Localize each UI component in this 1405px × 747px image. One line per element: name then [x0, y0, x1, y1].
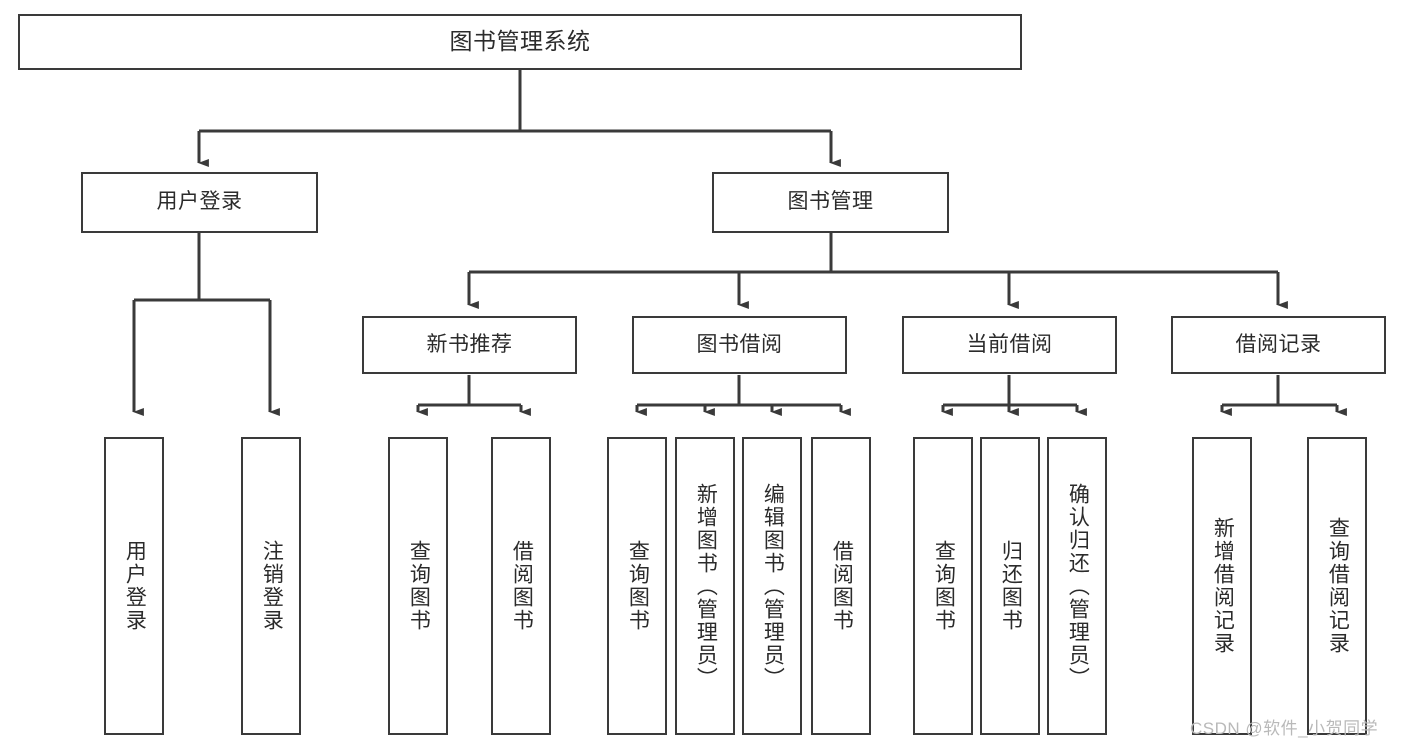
node-borrow-record[interactable]: 借阅记录 [1171, 316, 1386, 374]
node-book-borrow-label: 图书借阅 [696, 332, 783, 356]
node-leaf-user-login[interactable]: 用户登录 [104, 437, 164, 735]
node-leaf-logout[interactable]: 注销登录 [241, 437, 301, 735]
node-leaf-query-book-2[interactable]: 查询图书 [607, 437, 667, 735]
node-leaf-confirm-return[interactable]: 确认归还（管理员） [1047, 437, 1107, 735]
node-user-login-label: 用户登录 [156, 190, 243, 214]
node-leaf-query-record[interactable]: 查询借阅记录 [1307, 437, 1367, 735]
node-borrow-record-label: 借阅记录 [1235, 332, 1322, 356]
node-leaf-logout-label: 注销登录 [260, 540, 284, 632]
node-leaf-add-record-label: 新增借阅记录 [1211, 517, 1235, 655]
node-leaf-add-book-label: 新增图书（管理员） [694, 482, 718, 690]
node-leaf-query-book-2-label: 查询图书 [626, 540, 650, 632]
node-leaf-borrow-book-2[interactable]: 借阅图书 [811, 437, 871, 735]
node-leaf-edit-book[interactable]: 编辑图书（管理员） [742, 437, 802, 735]
node-root[interactable]: 图书管理系统 [18, 14, 1022, 70]
node-current-borrow[interactable]: 当前借阅 [902, 316, 1117, 374]
node-book-manage[interactable]: 图书管理 [712, 172, 949, 233]
node-leaf-edit-book-label: 编辑图书（管理员） [761, 482, 785, 690]
node-leaf-query-book-1-label: 查询图书 [407, 540, 431, 632]
node-leaf-query-book-3[interactable]: 查询图书 [913, 437, 973, 735]
node-leaf-borrow-book-1-label: 借阅图书 [510, 540, 534, 632]
node-leaf-query-book-3-label: 查询图书 [932, 540, 956, 632]
node-leaf-return-book-label: 归还图书 [999, 540, 1023, 632]
node-book-borrow[interactable]: 图书借阅 [632, 316, 847, 374]
node-leaf-user-login-label: 用户登录 [123, 540, 147, 632]
node-leaf-add-book[interactable]: 新增图书（管理员） [675, 437, 735, 735]
node-leaf-query-book-1[interactable]: 查询图书 [388, 437, 448, 735]
node-root-label: 图书管理系统 [449, 28, 591, 55]
node-leaf-add-record[interactable]: 新增借阅记录 [1192, 437, 1252, 735]
node-leaf-return-book[interactable]: 归还图书 [980, 437, 1040, 735]
node-leaf-query-record-label: 查询借阅记录 [1326, 517, 1350, 655]
node-book-manage-label: 图书管理 [787, 190, 874, 214]
watermark: CSDN @软件_小贺同学 [1190, 719, 1379, 738]
node-new-book-rec[interactable]: 新书推荐 [362, 316, 577, 374]
node-leaf-borrow-book-2-label: 借阅图书 [830, 540, 854, 632]
node-user-login[interactable]: 用户登录 [81, 172, 318, 233]
node-current-borrow-label: 当前借阅 [966, 332, 1053, 356]
node-new-book-rec-label: 新书推荐 [426, 332, 513, 356]
node-leaf-borrow-book-1[interactable]: 借阅图书 [491, 437, 551, 735]
node-leaf-confirm-return-label: 确认归还（管理员） [1066, 482, 1090, 690]
